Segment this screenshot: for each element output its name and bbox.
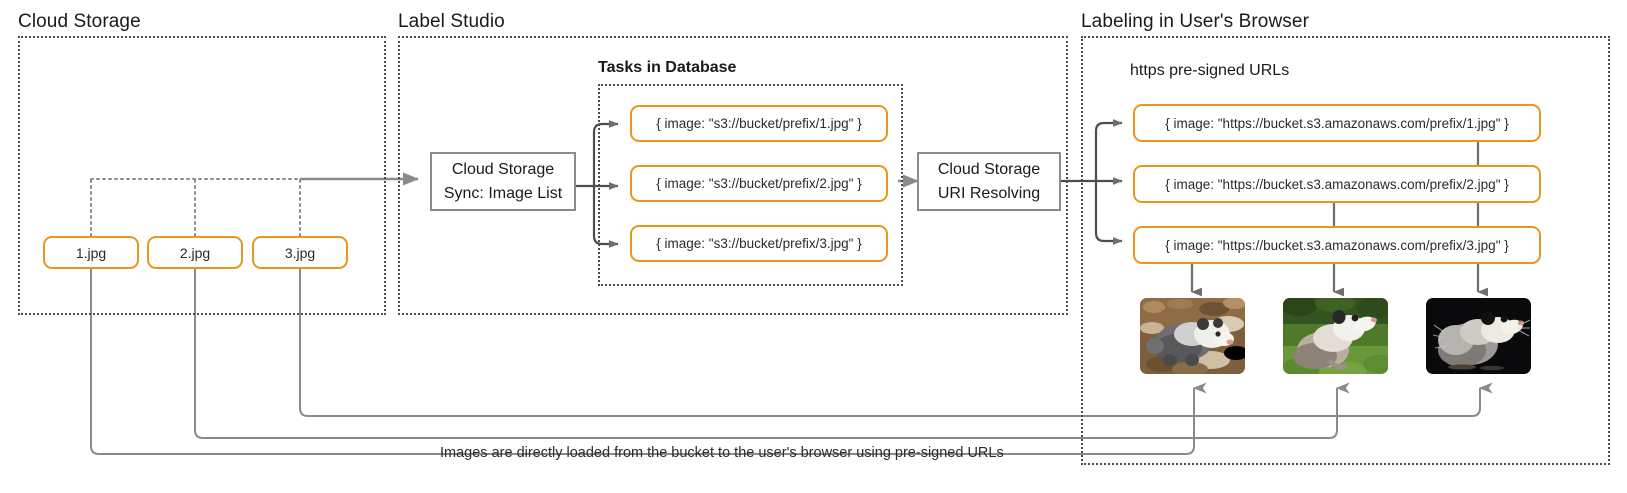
task-pill-1-label: { image: "s3://bucket/prefix/1.jpg" }: [656, 116, 862, 131]
url-pill-3-label: { image: "https://bucket.s3.amazonaws.co…: [1165, 237, 1509, 253]
group-cloud-storage: [18, 36, 386, 315]
process-resolve-line1: Cloud Storage: [937, 161, 1041, 179]
opossum-photo-2-image: [1283, 298, 1388, 374]
tasks-in-database-title: Tasks in Database: [598, 59, 737, 76]
opossum-photo-1-image: [1140, 298, 1245, 374]
process-cloud-storage-sync[interactable]: Cloud Storage Sync: Image List: [430, 152, 576, 211]
photo-thumbnail-3[interactable]: [1426, 298, 1531, 374]
group-label-studio-title: Label Studio: [398, 11, 505, 32]
url-pill-2-label: { image: "https://bucket.s3.amazonaws.co…: [1165, 176, 1509, 192]
file-pill-3-label: 3.jpg: [284, 244, 316, 261]
file-pill-3[interactable]: 3.jpg: [252, 236, 348, 269]
presigned-urls-title: https pre-signed URLs: [1130, 62, 1290, 79]
url-pill-2[interactable]: { image: "https://bucket.s3.amazonaws.co…: [1133, 165, 1541, 203]
group-label-studio: [398, 36, 1068, 315]
process-sync-line2: Sync: Image List: [443, 184, 563, 202]
process-sync-line1: Cloud Storage: [451, 161, 555, 179]
file-pill-2[interactable]: 2.jpg: [147, 236, 243, 269]
task-pill-2[interactable]: { image: "s3://bucket/prefix/2.jpg" }: [630, 165, 888, 202]
file-pill-1-label: 1.jpg: [75, 244, 107, 261]
file-pill-1[interactable]: 1.jpg: [43, 236, 139, 269]
task-pill-1[interactable]: { image: "s3://bucket/prefix/1.jpg" }: [630, 105, 888, 142]
file-pill-2-label: 2.jpg: [179, 244, 211, 261]
photo-thumbnail-2[interactable]: [1283, 298, 1388, 374]
process-resolve-line2: URI Resolving: [937, 184, 1041, 202]
task-pill-3[interactable]: { image: "s3://bucket/prefix/3.jpg" }: [630, 225, 888, 262]
url-pill-1[interactable]: { image: "https://bucket.s3.amazonaws.co…: [1133, 104, 1541, 142]
photo-thumbnail-1[interactable]: [1140, 298, 1245, 374]
group-tasks-in-database: [598, 84, 903, 286]
task-pill-2-label: { image: "s3://bucket/prefix/2.jpg" }: [656, 176, 862, 191]
group-browser-title: Labeling in User's Browser: [1081, 11, 1309, 32]
footer-caption: Images are directly loaded from the buck…: [440, 445, 1004, 461]
task-pill-3-label: { image: "s3://bucket/prefix/3.jpg" }: [656, 236, 862, 251]
process-cloud-storage-uri-resolving[interactable]: Cloud Storage URI Resolving: [917, 152, 1061, 211]
group-cloud-storage-title: Cloud Storage: [18, 11, 141, 32]
opossum-photo-3-image: [1426, 298, 1531, 374]
group-browser: [1081, 36, 1610, 465]
url-pill-1-label: { image: "https://bucket.s3.amazonaws.co…: [1165, 115, 1509, 131]
url-pill-3[interactable]: { image: "https://bucket.s3.amazonaws.co…: [1133, 226, 1541, 264]
